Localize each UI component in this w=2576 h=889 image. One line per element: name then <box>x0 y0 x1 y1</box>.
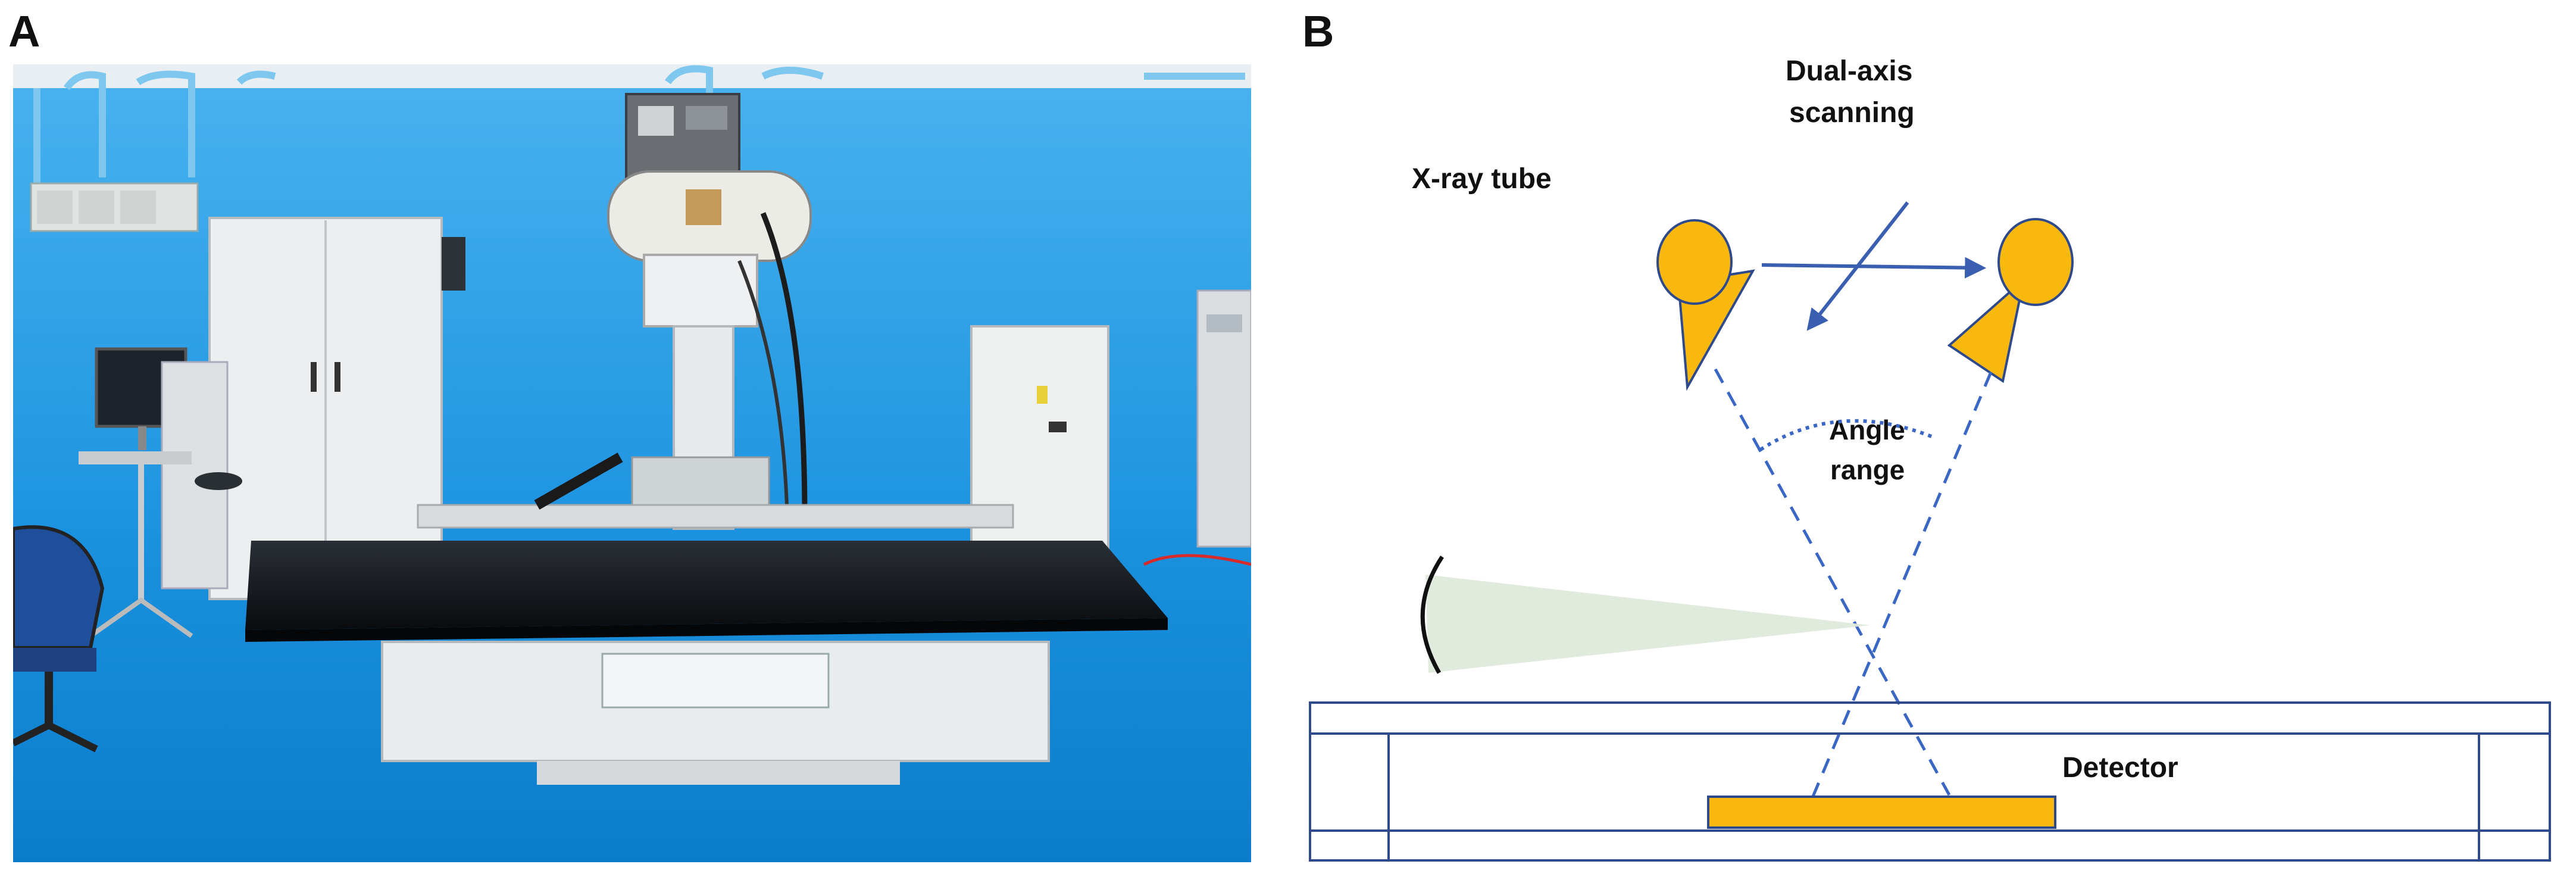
xray-tube-right <box>1947 218 2074 383</box>
dual-axis-label-line2: scanning <box>1789 97 1915 129</box>
diagonal-scan-arrow <box>1806 201 1909 331</box>
tube-right-head-icon <box>1997 218 2074 306</box>
schematic-diagram: Dual-axis scanning X-ray tube Angle rang… <box>1309 55 2551 862</box>
angle-range-label-line2: range <box>1830 454 1905 485</box>
dual-axis-label-line1: Dual-axis <box>1786 55 1912 87</box>
panel-b-letter: B <box>1302 7 1334 56</box>
office-chair <box>13 525 105 753</box>
wall-outlets <box>30 182 199 232</box>
detector-plate <box>1707 796 2056 829</box>
patient-table <box>245 541 1168 785</box>
xray-column <box>607 93 812 530</box>
detector-frame <box>1309 701 2551 862</box>
horizontal-scan-arrow <box>1761 257 1987 279</box>
xray-tube-label: X-ray tube <box>1412 163 1552 195</box>
angle-range-label-line1: Angle <box>1829 414 1905 445</box>
storage-cabinet <box>208 217 465 600</box>
table-rail <box>417 453 1014 529</box>
tube-left-head-icon <box>1656 219 1733 305</box>
right-equipment <box>1143 289 1251 566</box>
view-cone <box>1420 556 1870 674</box>
wall-conduits <box>33 65 1245 183</box>
tube-right-cone-icon <box>1947 276 2026 383</box>
panel-a-letter: A <box>8 7 40 56</box>
system-photo <box>13 64 1251 862</box>
beam-path-left <box>1714 368 1951 796</box>
detector-label: Detector <box>2062 752 2178 784</box>
xray-tube-left <box>1656 219 1755 391</box>
workstation <box>79 347 242 638</box>
